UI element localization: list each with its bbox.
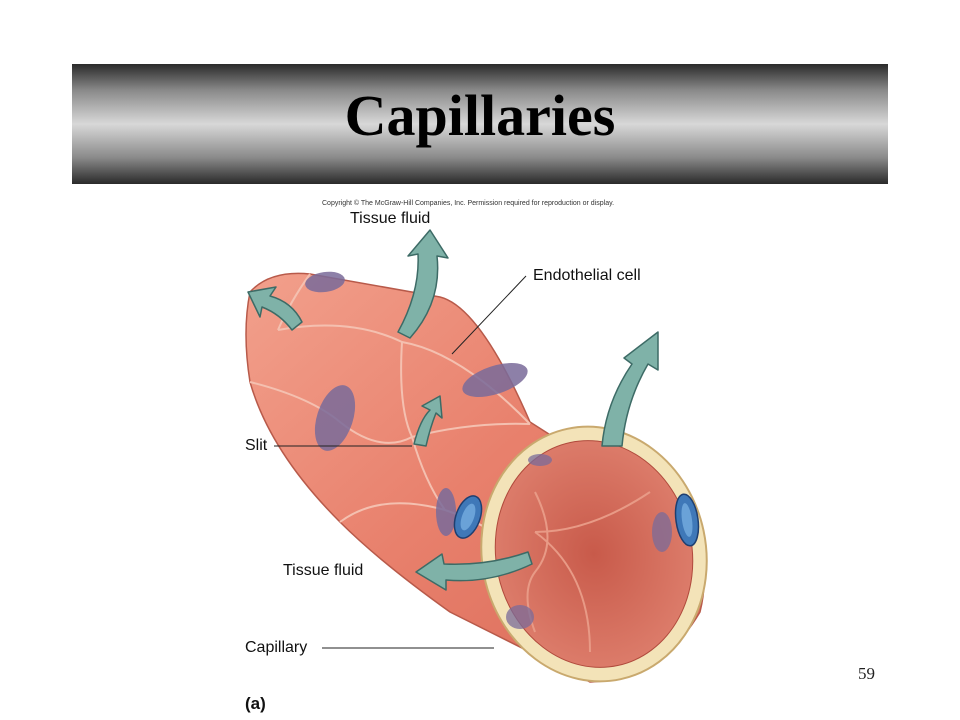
label-endothelial-cell: Endothelial cell: [533, 267, 641, 284]
cross-section-nuclei: [453, 493, 700, 547]
capillary-illustration: [245, 229, 708, 683]
fluid-arrows: [247, 229, 659, 591]
leader-lines: [274, 275, 527, 649]
label-tissue-fluid-bottom: Tissue fluid: [283, 562, 364, 579]
label-capillary: Capillary: [245, 639, 308, 656]
endothelial-nuclei: [305, 271, 531, 622]
title-bar: Capillaries: [72, 64, 888, 184]
panel-label: (a): [245, 694, 266, 713]
label-tissue-fluid-top: Tissue fluid: [350, 210, 431, 227]
slide-title: Capillaries: [344, 83, 616, 148]
label-slit: Slit: [245, 437, 268, 454]
page-number: 59: [858, 664, 875, 683]
copyright-notice: Copyright © The McGraw-Hill Companies, I…: [322, 200, 615, 207]
